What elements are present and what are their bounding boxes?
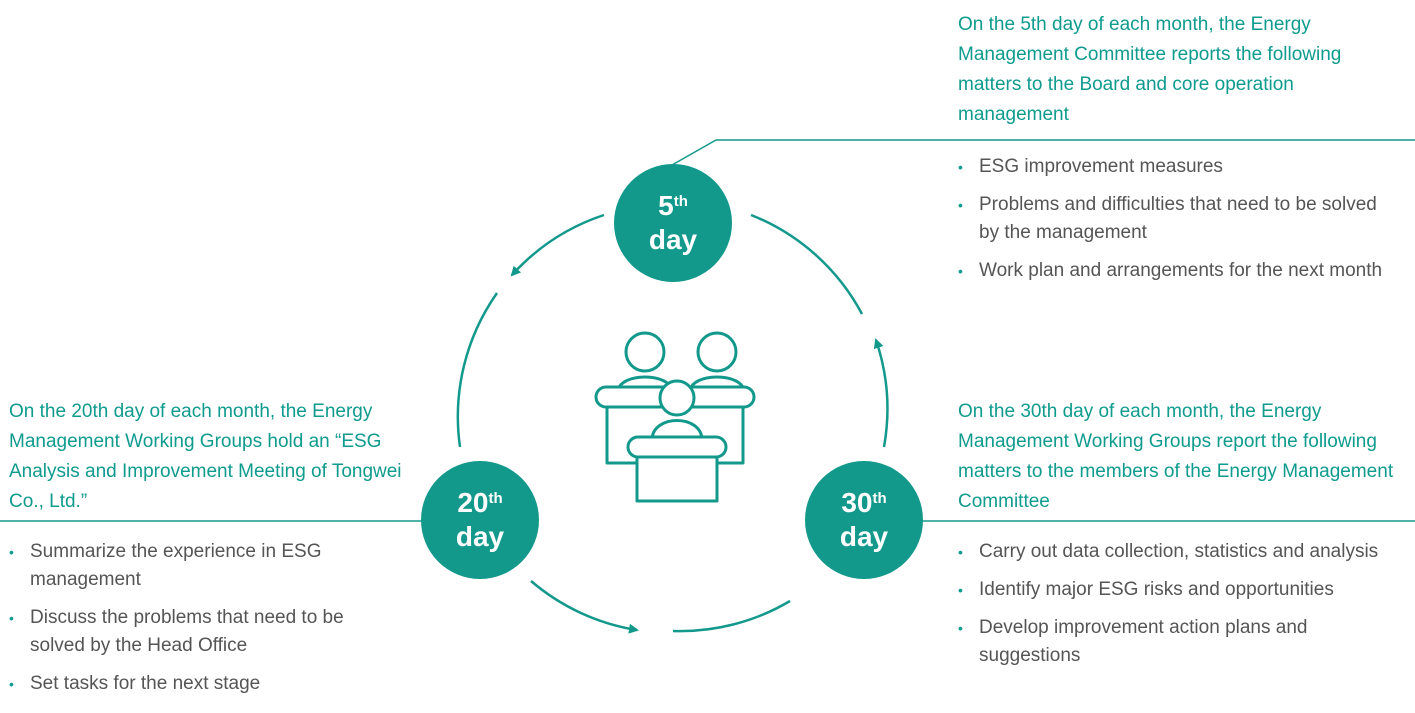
day-30-heading: On the 30th day of each month, the Energ…	[958, 401, 1394, 512]
bullet-icon: •	[958, 159, 963, 175]
day-20-heading: On the 20th day of each month, the Energ…	[9, 401, 402, 512]
list-item-text: ESG improvement measures	[979, 156, 1223, 177]
list-item-text: Carry out data collection, statistics an…	[979, 541, 1379, 562]
day-30-list: • Carry out data collection, statistics a…	[958, 538, 1398, 680]
arrow-30th-to-5th	[873, 338, 889, 448]
list-item: • Carry out data collection, statistics a…	[958, 538, 1398, 566]
day-20-suffix: th	[488, 490, 503, 507]
arc-left	[456, 292, 499, 448]
bullet-icon: •	[958, 197, 963, 213]
bullet-icon: •	[9, 676, 14, 692]
bullet-icon: •	[9, 610, 14, 626]
bullet-icon: •	[958, 620, 963, 636]
day-30-circle: 30th day	[805, 461, 923, 579]
day-5-suffix: th	[673, 193, 688, 210]
bullet-icon: •	[958, 582, 963, 598]
day-5-circle: 5th day	[614, 164, 732, 282]
day-5-list: • ESG improvement measures • Problems and …	[958, 153, 1398, 295]
bullet-icon: •	[958, 263, 963, 279]
list-item: • ESG improvement measures	[958, 153, 1398, 181]
arc-bottom	[672, 599, 791, 633]
list-item: • Identify major ESG risks and opportunit…	[958, 576, 1398, 604]
list-item: • Work plan and arrangements for the next…	[958, 257, 1398, 285]
list-item: • Develop improvement action plans and su…	[958, 614, 1398, 670]
day-20-label: day	[455, 521, 505, 552]
list-item-text: Identify major ESG risks and opportuniti…	[979, 579, 1334, 600]
list-item-text: Discuss the problems that need to be sol…	[30, 607, 344, 656]
day-30-number: 30	[841, 487, 873, 518]
bullet-icon: •	[958, 544, 963, 560]
list-item-text: Set tasks for the next stage	[30, 673, 261, 694]
list-item: • Set tasks for the next stage	[9, 670, 389, 698]
day-5-number: 5	[658, 190, 674, 221]
arrow-20th-to-30th	[530, 580, 639, 634]
day-20-circle: 20th day	[421, 461, 539, 579]
day-5-heading: On the 5th day of each month, the Energy…	[958, 14, 1342, 125]
list-item: • Summarize the experience in ESG managem…	[9, 538, 389, 594]
day-20-number: 20	[457, 487, 489, 518]
meeting-people-icon	[594, 331, 756, 503]
list-item-text: Summarize the experience in ESG manageme…	[30, 541, 322, 590]
arrow-5th-to-20th	[510, 213, 605, 277]
day-20-list: • Summarize the experience in ESG managem…	[9, 538, 389, 708]
day-30-label: day	[839, 521, 889, 552]
connector-line-5th	[671, 139, 1415, 166]
day-30-suffix: th	[872, 490, 887, 507]
list-item: • Discuss the problems that need to be so…	[9, 604, 389, 660]
day-5-label: day	[648, 224, 698, 255]
bullet-icon: •	[9, 544, 14, 560]
list-item-text: Develop improvement action plans and sug…	[979, 617, 1308, 666]
list-item-text: Problems and difficulties that need to b…	[979, 194, 1377, 243]
arc-right-upper	[750, 213, 864, 315]
list-item: • Problems and difficulties that need to …	[958, 191, 1398, 247]
list-item-text: Work plan and arrangements for the next …	[979, 260, 1383, 281]
